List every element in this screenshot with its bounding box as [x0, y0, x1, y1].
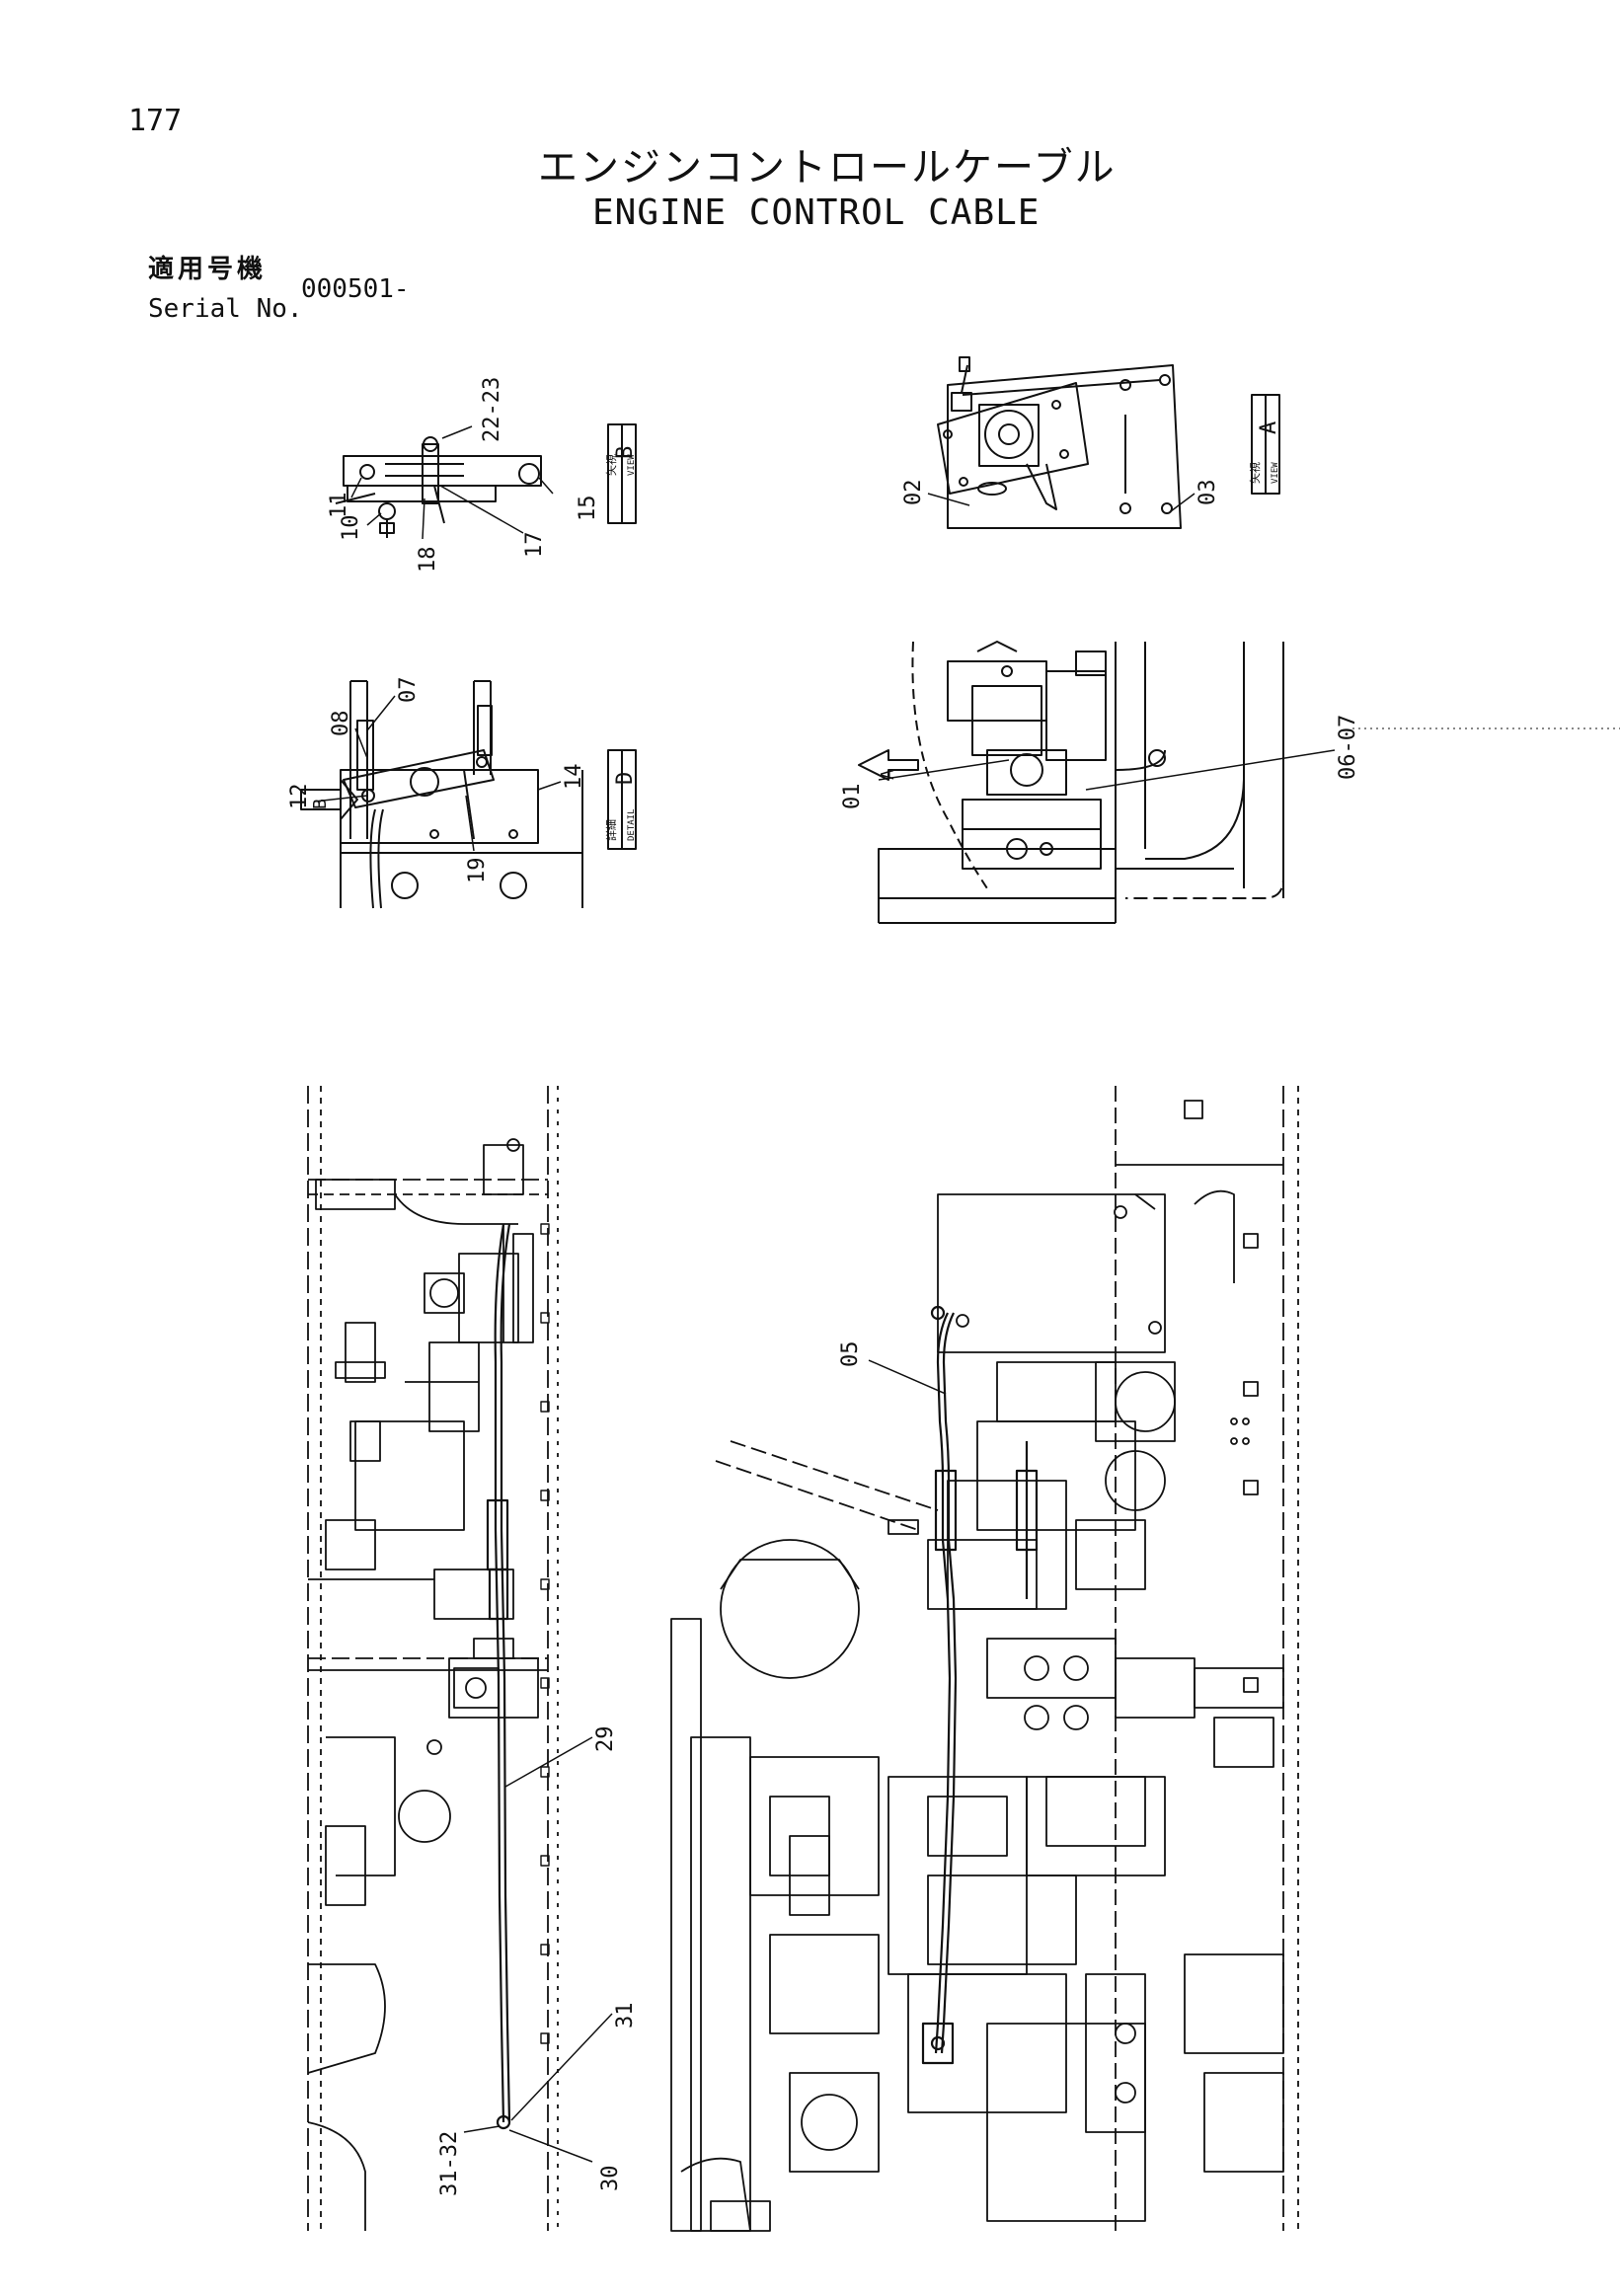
- view-b-tag: [607, 423, 637, 524]
- callout-03: 03: [1196, 480, 1220, 506]
- callout-19: 19: [465, 858, 490, 884]
- view-b-bracket: [335, 436, 542, 538]
- callout-08: 08: [329, 711, 353, 737]
- callout-31-32: 31-32: [437, 2131, 462, 2196]
- serial-label-japanese: 適用号機: [148, 255, 268, 284]
- callout-07: 07: [396, 677, 421, 704]
- callout-01: 01: [840, 784, 865, 810]
- callout-30: 30: [598, 2166, 623, 2192]
- view-b-letter: B: [613, 446, 638, 459]
- lower-right-engine: [670, 1086, 1299, 2232]
- callout-06-07: 06-07: [1336, 715, 1360, 780]
- arrow-a-letter: A: [878, 769, 898, 780]
- callout-10: 10: [339, 515, 363, 542]
- arrow-b-marker: [300, 779, 358, 820]
- callout-22-23: 22-23: [480, 377, 504, 442]
- serial-label-english: Serial No.: [148, 294, 303, 324]
- callout-15: 15: [576, 496, 600, 522]
- view-a-tag: [1251, 394, 1280, 495]
- cable-05-path: [921, 1305, 1039, 2065]
- callout-14: 14: [562, 764, 586, 791]
- detail-d-letter: D: [613, 772, 638, 785]
- callout-31: 31: [613, 2003, 638, 2029]
- view-b-tag-jp: 矢視: [604, 454, 618, 476]
- arrow-b-letter: B: [310, 799, 331, 809]
- leader-lines: [313, 425, 1336, 2163]
- title-english: ENGINE CONTROL CABLE: [592, 192, 1041, 233]
- view-a-plate: [937, 356, 1182, 529]
- serial-number-value: 000501-: [301, 274, 410, 304]
- detail-d-tag: [607, 749, 637, 850]
- detail-d-bracket: [340, 680, 583, 909]
- callout-05: 05: [838, 1341, 863, 1368]
- title-japanese: エンジンコントロールケーブル: [538, 145, 1117, 191]
- view-a-tag-jp: 矢視: [1248, 462, 1262, 484]
- detail-d-tag-jp: 詳細: [604, 819, 618, 841]
- detail-d-tag-en: DETAIL: [627, 808, 637, 841]
- lower-left-frame: [307, 1086, 559, 2231]
- page-number: 177: [128, 104, 183, 138]
- cable-29-path: [486, 1223, 511, 2130]
- callout-29: 29: [593, 1726, 618, 1753]
- callout-12: 12: [287, 784, 312, 810]
- callout-17: 17: [522, 532, 547, 559]
- callout-02: 02: [901, 480, 926, 506]
- view-a-tag-en: VIEW: [1271, 462, 1280, 484]
- callout-18: 18: [416, 547, 440, 574]
- engine-side-view: [878, 641, 1284, 924]
- view-a-letter: A: [1257, 421, 1281, 434]
- callout-11: 11: [327, 493, 351, 519]
- view-b-tag-en: VIEW: [627, 454, 637, 476]
